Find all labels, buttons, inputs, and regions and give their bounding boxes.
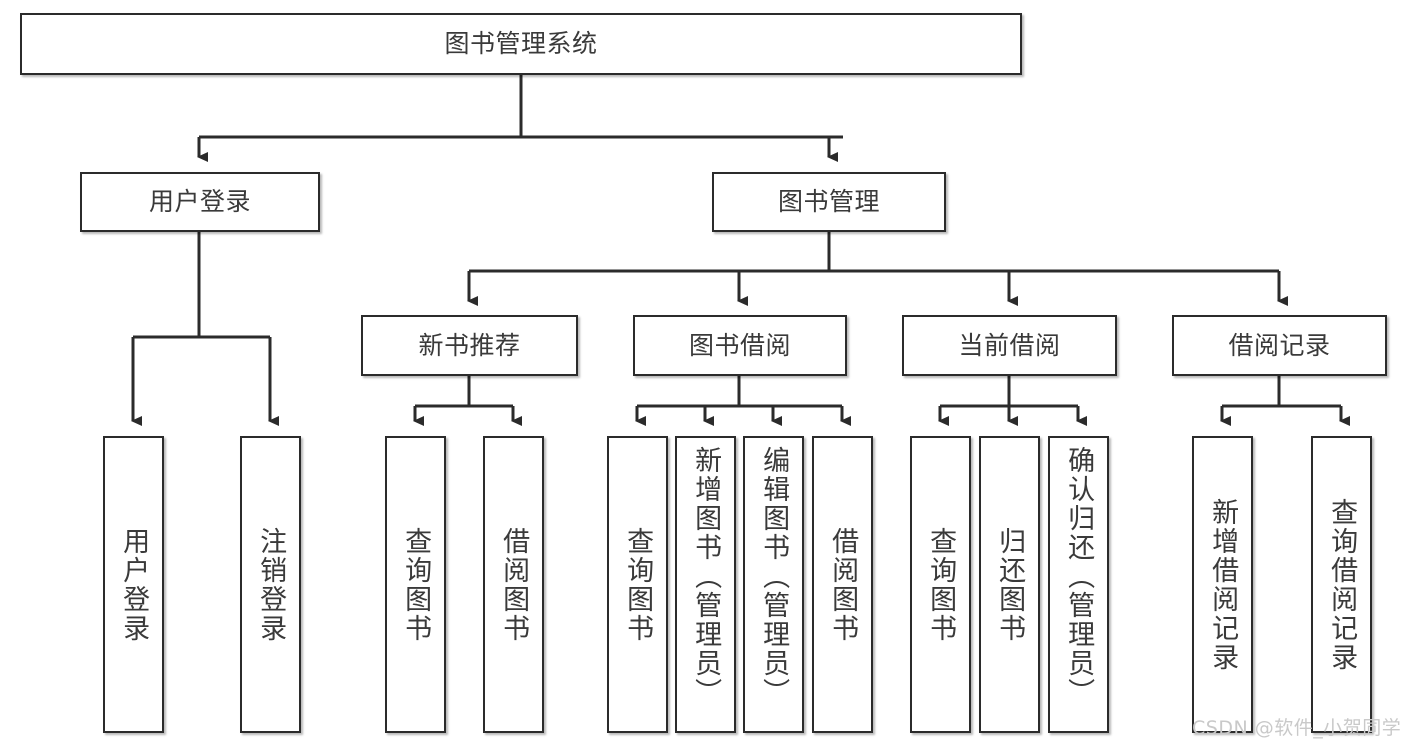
node-leaf-logout-login[interactable]: 注销登录	[240, 436, 301, 733]
node-new-book-recommend[interactable]: 新书推荐	[361, 315, 578, 376]
node-leaf-return-book[interactable]: 归还图书	[979, 436, 1040, 733]
node-leaf-user-login-label: 用户登录	[118, 526, 150, 643]
node-leaf-borrow-book-1[interactable]: 借阅图书	[483, 436, 544, 733]
node-leaf-query-book-1[interactable]: 查询图书	[385, 436, 446, 733]
node-leaf-add-book-label: 新增图书（管理员）	[690, 446, 722, 707]
node-leaf-query-record[interactable]: 查询借阅记录	[1311, 436, 1372, 733]
node-leaf-logout-login-label: 注销登录	[255, 526, 287, 643]
node-book-management[interactable]: 图书管理	[712, 172, 946, 232]
node-current-borrow-label: 当前借阅	[958, 330, 1061, 360]
node-book-borrow-label: 图书借阅	[688, 330, 791, 360]
node-leaf-return-book-label: 归还图书	[994, 526, 1026, 643]
node-leaf-add-record[interactable]: 新增借阅记录	[1192, 436, 1253, 733]
node-borrow-record[interactable]: 借阅记录	[1172, 315, 1387, 376]
node-leaf-query-record-label: 查询借阅记录	[1326, 497, 1358, 672]
node-book-management-label: 图书管理	[777, 187, 880, 217]
node-leaf-query-book-1-label: 查询图书	[400, 526, 432, 643]
node-leaf-add-record-label: 新增借阅记录	[1207, 497, 1239, 672]
node-leaf-query-book-3[interactable]: 查询图书	[910, 436, 971, 733]
node-leaf-query-book-2[interactable]: 查询图书	[607, 436, 668, 733]
node-leaf-edit-book-label: 编辑图书（管理员）	[758, 446, 790, 707]
node-leaf-query-book-2-label: 查询图书	[622, 526, 654, 643]
node-leaf-query-book-3-label: 查询图书	[925, 526, 957, 643]
node-leaf-add-book[interactable]: 新增图书（管理员）	[675, 436, 736, 733]
node-borrow-record-label: 借阅记录	[1228, 330, 1331, 360]
node-leaf-confirm-return[interactable]: 确认归还（管理员）	[1048, 436, 1109, 733]
node-leaf-confirm-return-label: 确认归还（管理员）	[1063, 446, 1095, 707]
node-leaf-borrow-book-2-label: 借阅图书	[827, 526, 859, 643]
node-current-borrow[interactable]: 当前借阅	[902, 315, 1117, 376]
watermark-text: CSDN @软件_小贺同学	[1192, 717, 1402, 739]
node-leaf-borrow-book-1-label: 借阅图书	[498, 526, 530, 643]
node-root-label: 图书管理系统	[444, 29, 598, 59]
node-leaf-user-login[interactable]: 用户登录	[103, 436, 164, 733]
node-new-book-recommend-label: 新书推荐	[418, 330, 521, 360]
node-root[interactable]: 图书管理系统	[20, 13, 1022, 75]
node-user-login-label: 用户登录	[148, 187, 251, 217]
node-leaf-borrow-book-2[interactable]: 借阅图书	[812, 436, 873, 733]
node-leaf-edit-book[interactable]: 编辑图书（管理员）	[743, 436, 804, 733]
node-book-borrow[interactable]: 图书借阅	[633, 315, 847, 376]
node-user-login[interactable]: 用户登录	[80, 172, 320, 232]
